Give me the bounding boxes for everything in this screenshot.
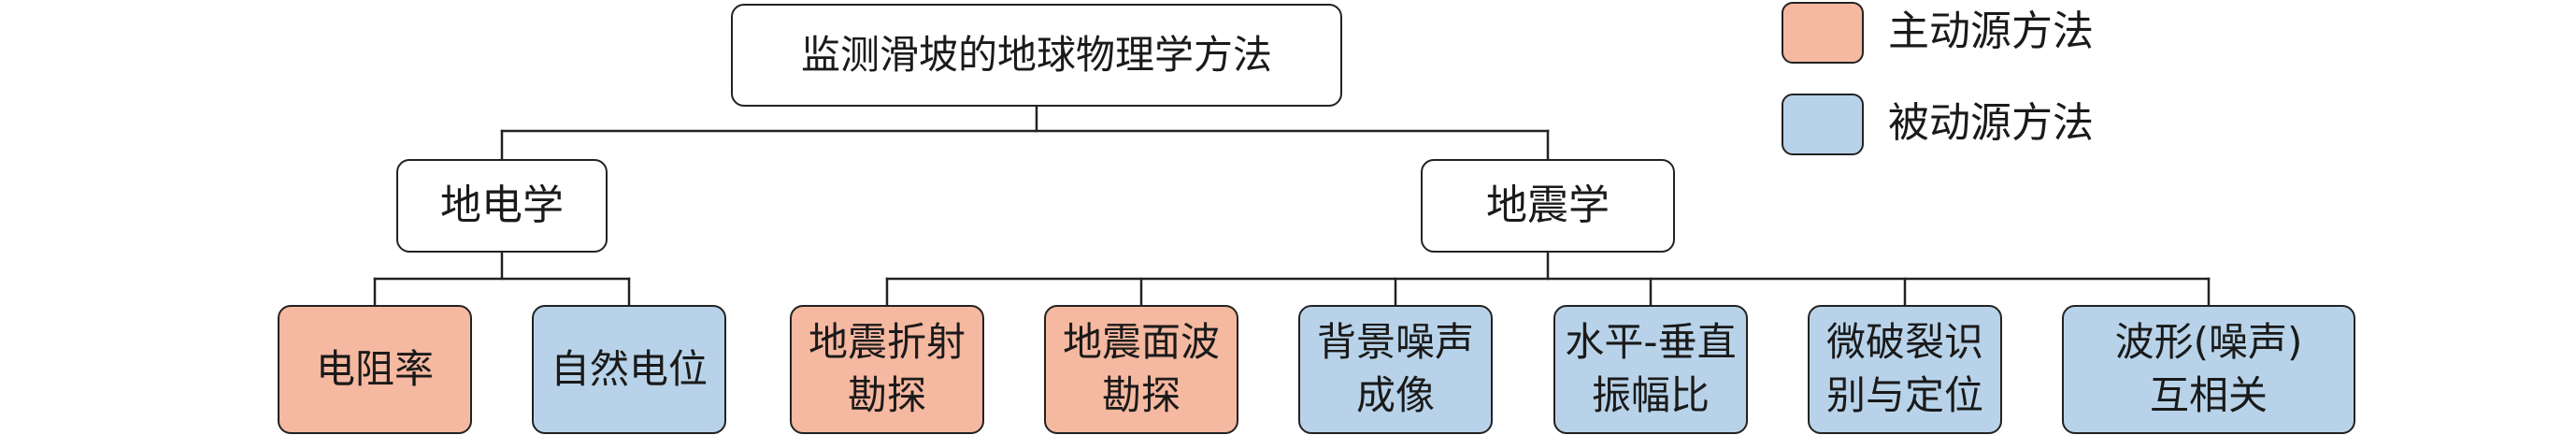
leaf-surface-wave: 地震面波 勘探 [1044, 305, 1238, 434]
leaf-microcrack-label: 微破裂识 别与定位 [1825, 319, 1983, 418]
leaf-self-potential: 自然电位 [532, 305, 726, 434]
legend-active-label: 主动源方法 [1888, 7, 2094, 55]
leaf-cross-correlation: 波形(噪声) 互相关 [2062, 305, 2355, 434]
root-node: 监测滑坡的地球物理学方法 [731, 4, 1342, 107]
seismic-node: 地震学 [1421, 159, 1675, 253]
legend-passive-swatch [1782, 94, 1864, 155]
leaf-ambient-noise-label: 背景噪声 成像 [1316, 319, 1474, 418]
geoelectric-node: 地电学 [396, 159, 608, 253]
legend-passive-label: 被动源方法 [1888, 99, 2094, 147]
leaf-hvsr: 水平-垂直 振幅比 [1553, 305, 1748, 434]
leaf-cross-correlation-label: 波形(噪声) 互相关 [2114, 319, 2303, 418]
legend-active-swatch [1782, 2, 1864, 64]
root-node-label: 监测滑坡的地球物理学方法 [800, 31, 1272, 78]
leaf-resistivity-label: 电阻率 [315, 345, 434, 392]
leaf-surface-wave-label: 地震面波 勘探 [1062, 319, 1220, 418]
seismic-label: 地震学 [1486, 181, 1610, 230]
leaf-self-potential-label: 自然电位 [550, 345, 708, 392]
geoelectric-label: 地电学 [440, 181, 564, 230]
leaf-microcrack: 微破裂识 别与定位 [1808, 305, 2002, 434]
leaf-hvsr-label: 水平-垂直 振幅比 [1565, 319, 1737, 418]
leaf-ambient-noise: 背景噪声 成像 [1298, 305, 1493, 434]
leaf-seismic-refraction-label: 地震折射 勘探 [808, 319, 966, 418]
leaf-resistivity: 电阻率 [278, 305, 472, 434]
leaf-seismic-refraction: 地震折射 勘探 [790, 305, 984, 434]
